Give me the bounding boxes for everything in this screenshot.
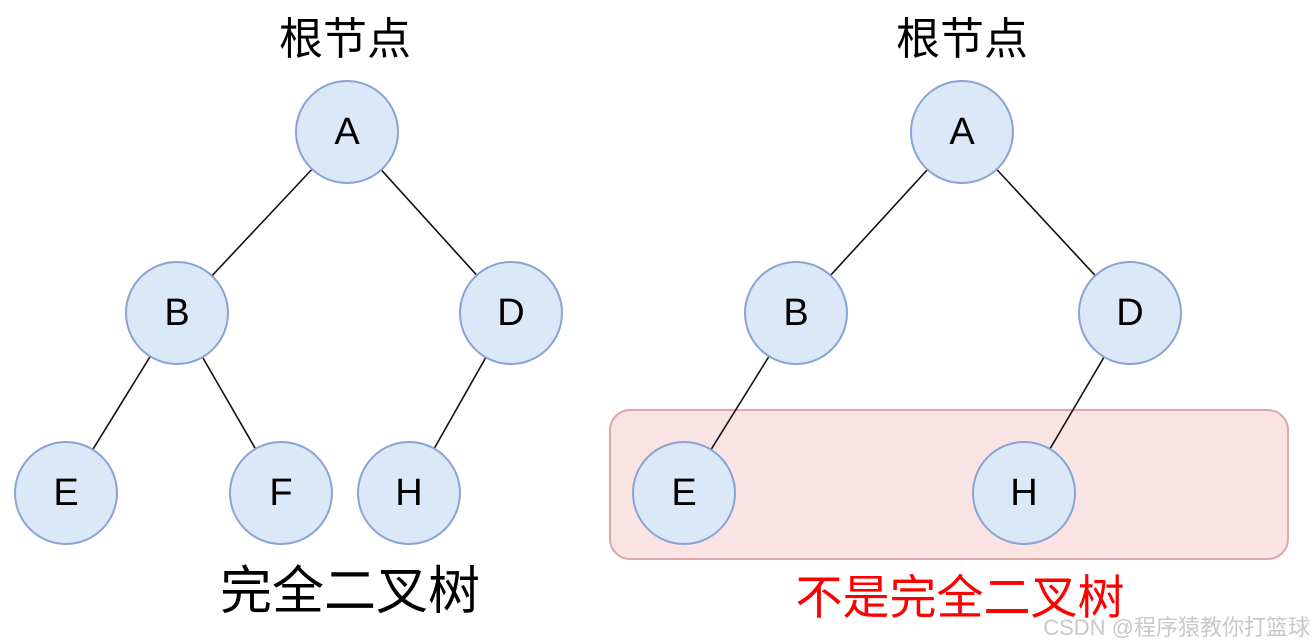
left-tree-node-f: F (229, 441, 333, 545)
left-tree-node-b: B (125, 261, 229, 365)
right-tree-node-h: H (972, 441, 1076, 545)
right-tree-title: 根节点 (896, 15, 1028, 64)
right-tree-node-a: A (910, 80, 1014, 184)
right-tree-node-d: D (1078, 261, 1182, 365)
left-tree-title: 根节点 (279, 15, 411, 64)
left-tree-node-h: H (357, 441, 461, 545)
right-tree-node-b: B (744, 261, 848, 365)
highlight-box (609, 409, 1289, 560)
right-tree-node-e: E (632, 441, 736, 545)
right-tree-caption: 不是完全二叉树 (795, 571, 1125, 624)
left-tree-caption: 完全二叉树 (219, 563, 480, 621)
left-tree-node-a: A (295, 80, 399, 184)
watermark: CSDN @程序猿教你打篮球 (1043, 615, 1310, 640)
left-tree-node-e: E (14, 441, 118, 545)
left-tree-node-d: D (459, 261, 563, 365)
